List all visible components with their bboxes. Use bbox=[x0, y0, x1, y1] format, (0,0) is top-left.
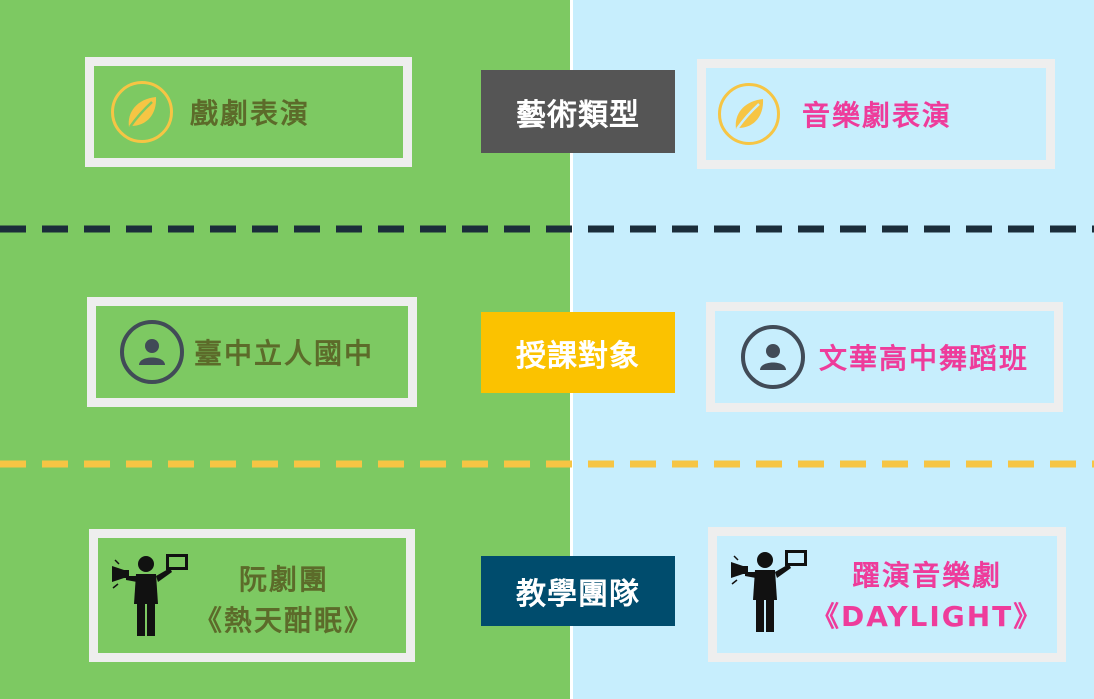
art-type-right-text: 音樂劇表演 bbox=[802, 99, 953, 132]
audience-left-text: 臺中立人國中 bbox=[194, 337, 375, 370]
team-right-name: 躍演音樂劇 bbox=[852, 559, 1003, 592]
team-left-text: 阮劇團 《熱天酣眠》 bbox=[194, 560, 374, 641]
team-right-work: 《DAYLIGHT》 bbox=[811, 599, 1044, 633]
art-type-left-card: 戲劇表演 bbox=[85, 57, 412, 167]
art-type-left-text: 戲劇表演 bbox=[190, 97, 311, 130]
label-art-type: 藝術類型 bbox=[481, 70, 675, 153]
team-left-work: 《熱天酣眠》 bbox=[194, 603, 375, 637]
label-team: 教學團隊 bbox=[481, 556, 675, 626]
person-icon bbox=[120, 320, 184, 384]
team-right-text: 躍演音樂劇 《DAYLIGHT》 bbox=[811, 556, 1043, 637]
dashed-divider-dark bbox=[0, 225, 1094, 233]
audience-right-card: 文華高中舞蹈班 bbox=[706, 302, 1063, 412]
audience-left-card: 臺中立人國中 bbox=[87, 297, 417, 407]
dashed-divider-yellow bbox=[0, 460, 1094, 468]
art-type-right-card: 音樂劇表演 bbox=[697, 59, 1055, 169]
team-left-card: 阮劇團 《熱天酣眠》 bbox=[89, 529, 415, 662]
person-icon bbox=[741, 325, 805, 389]
leaf-icon bbox=[111, 81, 173, 143]
label-audience: 授課對象 bbox=[481, 312, 675, 393]
megaphone-person-icon bbox=[729, 548, 811, 638]
leaf-icon bbox=[718, 83, 780, 145]
audience-right-text: 文華高中舞蹈班 bbox=[819, 342, 1030, 375]
team-left-name: 阮劇團 bbox=[239, 563, 330, 596]
team-right-card: 躍演音樂劇 《DAYLIGHT》 bbox=[708, 527, 1066, 662]
megaphone-person-icon bbox=[110, 552, 192, 642]
